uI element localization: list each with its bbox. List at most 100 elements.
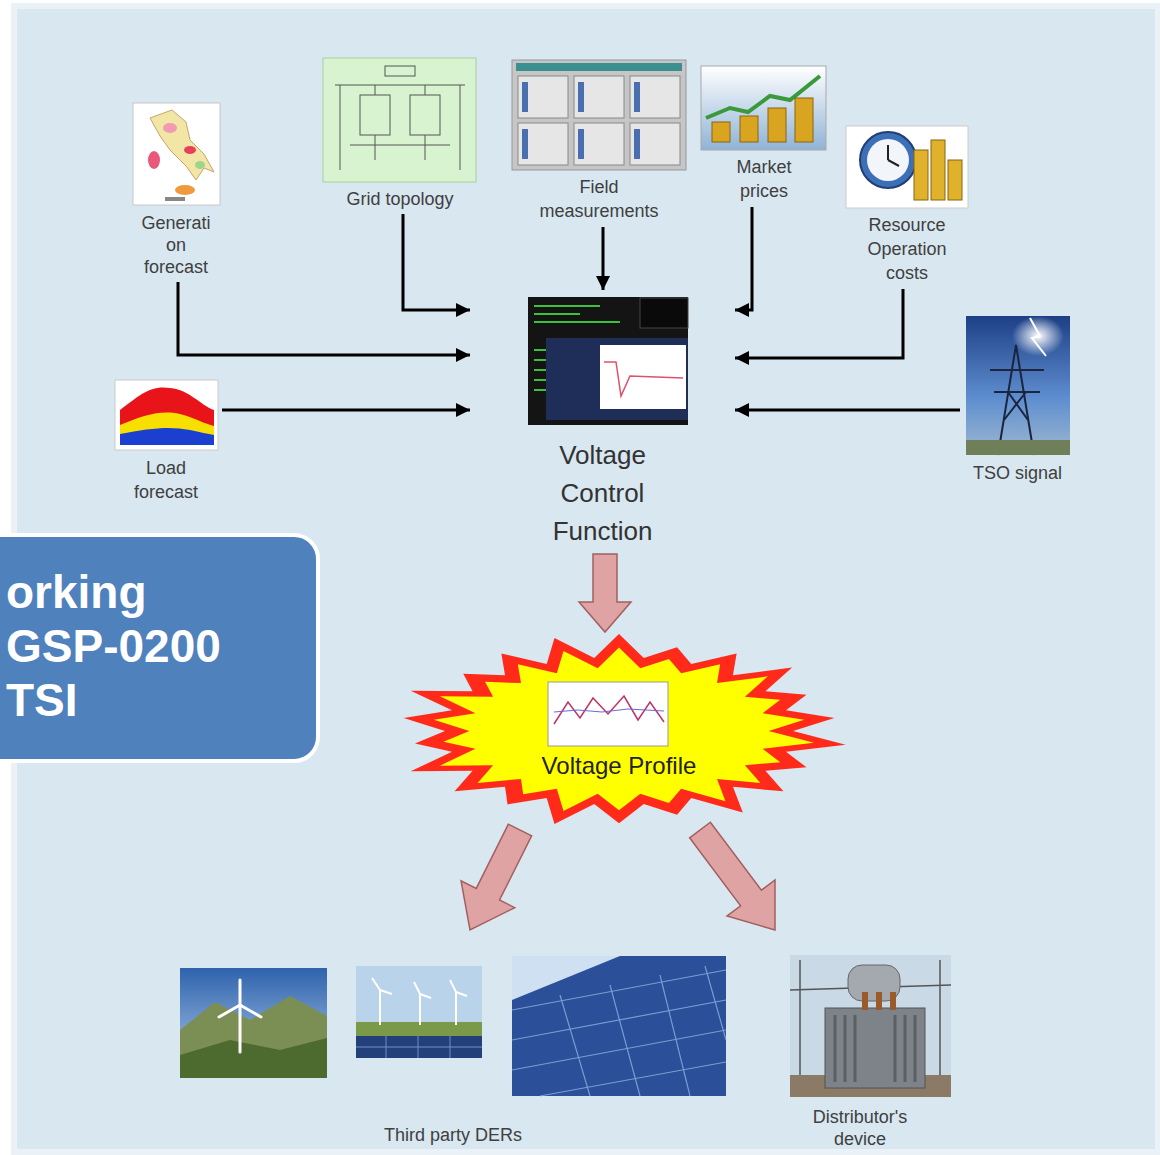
field-measurements-icon xyxy=(578,82,584,112)
field-measurements-icon xyxy=(522,82,640,159)
starburst-outer xyxy=(404,634,846,824)
node-label: Third party DERs xyxy=(303,1124,603,1146)
transformer-photo xyxy=(894,1015,897,1082)
solar-panel-photo xyxy=(610,985,640,1096)
node-label: Field measurements xyxy=(529,175,669,223)
wind-solar-farm-photo xyxy=(450,980,456,992)
tso-pylon-image xyxy=(1004,392,1028,420)
transformer-photo xyxy=(854,1015,857,1082)
control-screen-image xyxy=(528,297,688,425)
transformer-photo xyxy=(790,955,951,1097)
grid-topology-icon xyxy=(335,85,465,86)
field-measurements-icon xyxy=(522,82,528,112)
block-arrow xyxy=(690,822,775,930)
solar-panel-photo xyxy=(512,956,726,1096)
transformer-photo xyxy=(834,1015,837,1082)
input-caption: TSO signal xyxy=(960,312,1075,488)
control-screen-image xyxy=(640,298,688,328)
connector-arrow xyxy=(735,289,903,358)
load-forecast-icon xyxy=(120,387,214,445)
field-measurements-icon xyxy=(518,123,568,165)
input-caption: Generati on forecast xyxy=(130,100,222,282)
wind-turbine-photo xyxy=(180,996,327,1078)
wind-solar-farm-photo xyxy=(456,992,467,996)
market-prices-icon xyxy=(740,116,758,142)
wind-solar-farm-photo xyxy=(386,1036,387,1058)
node-label: Generati on forecast xyxy=(134,212,218,278)
control-screen-image xyxy=(600,345,686,409)
load-forecast-icon xyxy=(115,380,218,450)
wind-turbine-photo xyxy=(219,1005,240,1017)
load-forecast-icon xyxy=(120,428,214,445)
wind-solar-farm-photo xyxy=(419,994,421,1025)
input-caption: Field measurements xyxy=(508,57,690,227)
solar-panel-photo xyxy=(512,956,726,1096)
transformer-photo xyxy=(914,1015,917,1082)
node-label: TSO signal xyxy=(963,462,1073,484)
operation-costs-icon xyxy=(867,139,909,181)
transformer-photo xyxy=(862,992,868,1010)
input-caption: Resource Operation costs xyxy=(843,123,971,289)
control-screen-image xyxy=(528,297,688,425)
control-screen-image xyxy=(604,362,683,396)
transformer-photo xyxy=(939,960,941,1075)
node-label: Grid topology xyxy=(325,188,475,210)
transformer-photo xyxy=(904,1015,907,1082)
grid-topology-icon xyxy=(335,66,465,170)
field-measurements-icon xyxy=(522,129,528,159)
grid-topology-icon xyxy=(385,66,415,76)
field-measurements-icon xyxy=(516,63,682,71)
transformer-photo xyxy=(844,1015,847,1082)
function-box: Voltage Control Function xyxy=(470,290,735,554)
connector-arrow xyxy=(222,409,470,412)
field-measurements-icon xyxy=(518,76,680,165)
starburst-inner xyxy=(434,648,814,811)
grid-topology-icon xyxy=(425,85,426,95)
wind-turbine-photo xyxy=(240,1005,261,1017)
load-forecast-icon xyxy=(115,380,218,450)
field-measurements-icon xyxy=(574,123,624,165)
tso-pylon-image xyxy=(966,316,1070,455)
italy-map-icon xyxy=(184,146,196,154)
market-prices-icon xyxy=(701,66,826,150)
italy-map-icon xyxy=(148,151,160,169)
wind-solar-farm-photo xyxy=(356,966,482,1058)
tso-pylon-image xyxy=(990,345,1044,455)
italy-map-icon xyxy=(133,103,220,205)
grid-topology-icon xyxy=(360,95,390,135)
connector-arrow xyxy=(178,282,470,355)
transformer-photo xyxy=(790,955,951,1097)
wind-solar-farm-photo xyxy=(356,1036,482,1058)
transformer-photo xyxy=(799,960,801,1075)
wind-turbine-photo xyxy=(239,980,242,1005)
node-label: Voltage Profile xyxy=(519,752,719,780)
market-prices-icon xyxy=(701,66,826,150)
market-prices-icon xyxy=(712,122,730,142)
grid-topology-icon xyxy=(460,85,461,170)
connector-arrow xyxy=(602,227,605,290)
wind-turbine-photo xyxy=(180,968,327,1078)
grid-topology-icon xyxy=(410,95,440,135)
node-label: Load forecast xyxy=(121,456,211,504)
wind-solar-farm-photo xyxy=(372,978,467,1025)
grid-topology-icon xyxy=(340,85,341,170)
field-measurements-icon xyxy=(512,60,686,170)
starburst-outline xyxy=(388,632,850,830)
wind-solar-farm-photo xyxy=(455,992,457,1025)
profile-chart xyxy=(548,682,668,746)
grid-topology-icon xyxy=(375,135,376,160)
market-prices-icon xyxy=(768,108,786,142)
control-screen-image xyxy=(534,321,620,323)
transformer-photo xyxy=(890,992,896,1010)
solar-panel-photo xyxy=(560,995,590,1096)
block-arrow xyxy=(579,554,631,632)
italy-map-icon xyxy=(195,161,205,169)
wind-solar-farm-photo xyxy=(418,1036,419,1058)
control-screen-image xyxy=(546,338,688,420)
title-banner: orking GSP-0200 TSI xyxy=(0,533,320,763)
node-label: Market prices xyxy=(724,155,804,203)
field-measurements-icon xyxy=(634,82,640,112)
input-caption: Load forecast xyxy=(110,376,222,508)
node-label: Resource Operation costs xyxy=(857,213,957,285)
